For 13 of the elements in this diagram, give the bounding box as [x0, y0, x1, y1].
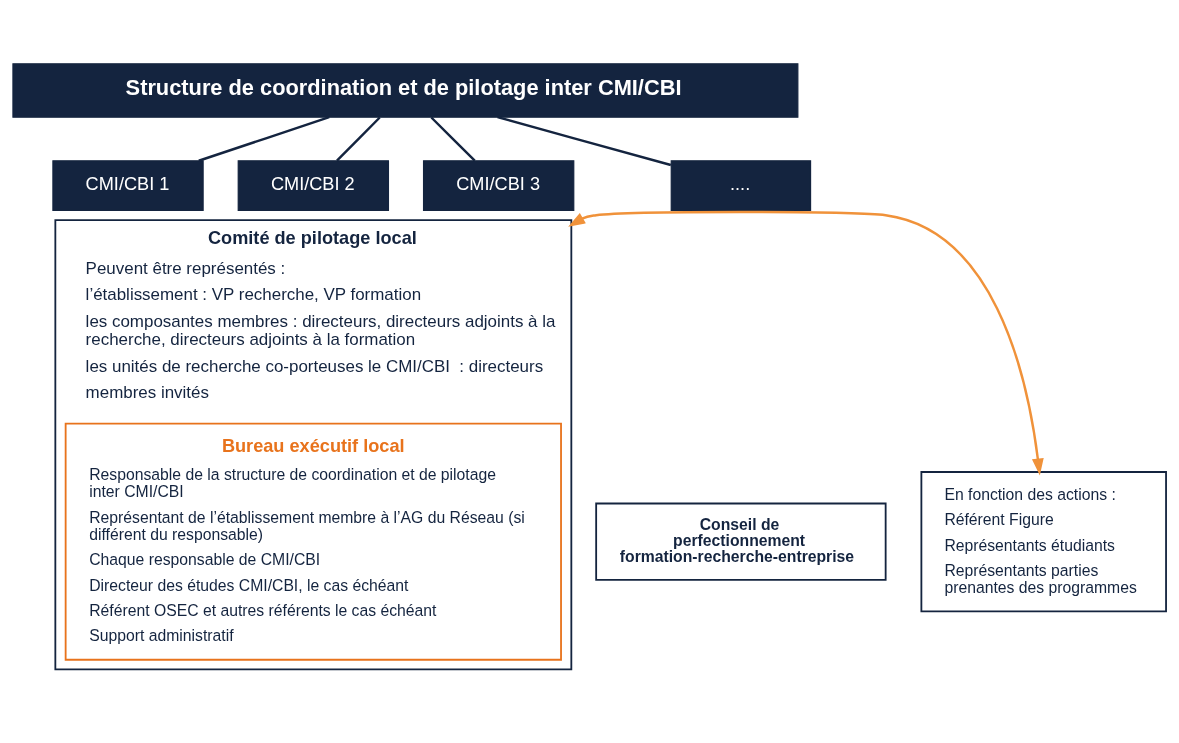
node-box: CMI/CBI 1 [52, 160, 204, 211]
node-box: Bureau exécutif local Responsable de la structure de coordination et de pilotage inter CMI/CBI Représentant de l’établissement membre à l’AG du Réseau (si différent du responsable) Chaque responsable de CMI/CBI Directeur des études CMI/CBI, le cas échéant Référent OSEC et autres référents le cas échéant Support administratif [64, 422, 562, 661]
node-box: CMI/CBI 2 [237, 160, 390, 211]
node-box: Conseil de perfectionnement formation-recherche-entreprise [595, 502, 887, 581]
connector [497, 116, 672, 167]
connector [198, 116, 330, 162]
connector [336, 116, 381, 162]
node-box: Structure de coordination et de pilotage inter CMI/CBI [12, 63, 799, 118]
node-box: En fonction des actions : Référent Figure Représentants étudiants Représentants parties prenantes des programmes [920, 471, 1167, 613]
node-box: .... [670, 160, 812, 211]
connector [430, 116, 476, 162]
node-box: CMI/CBI 3 [422, 160, 575, 211]
arrow [568, 210, 1044, 476]
